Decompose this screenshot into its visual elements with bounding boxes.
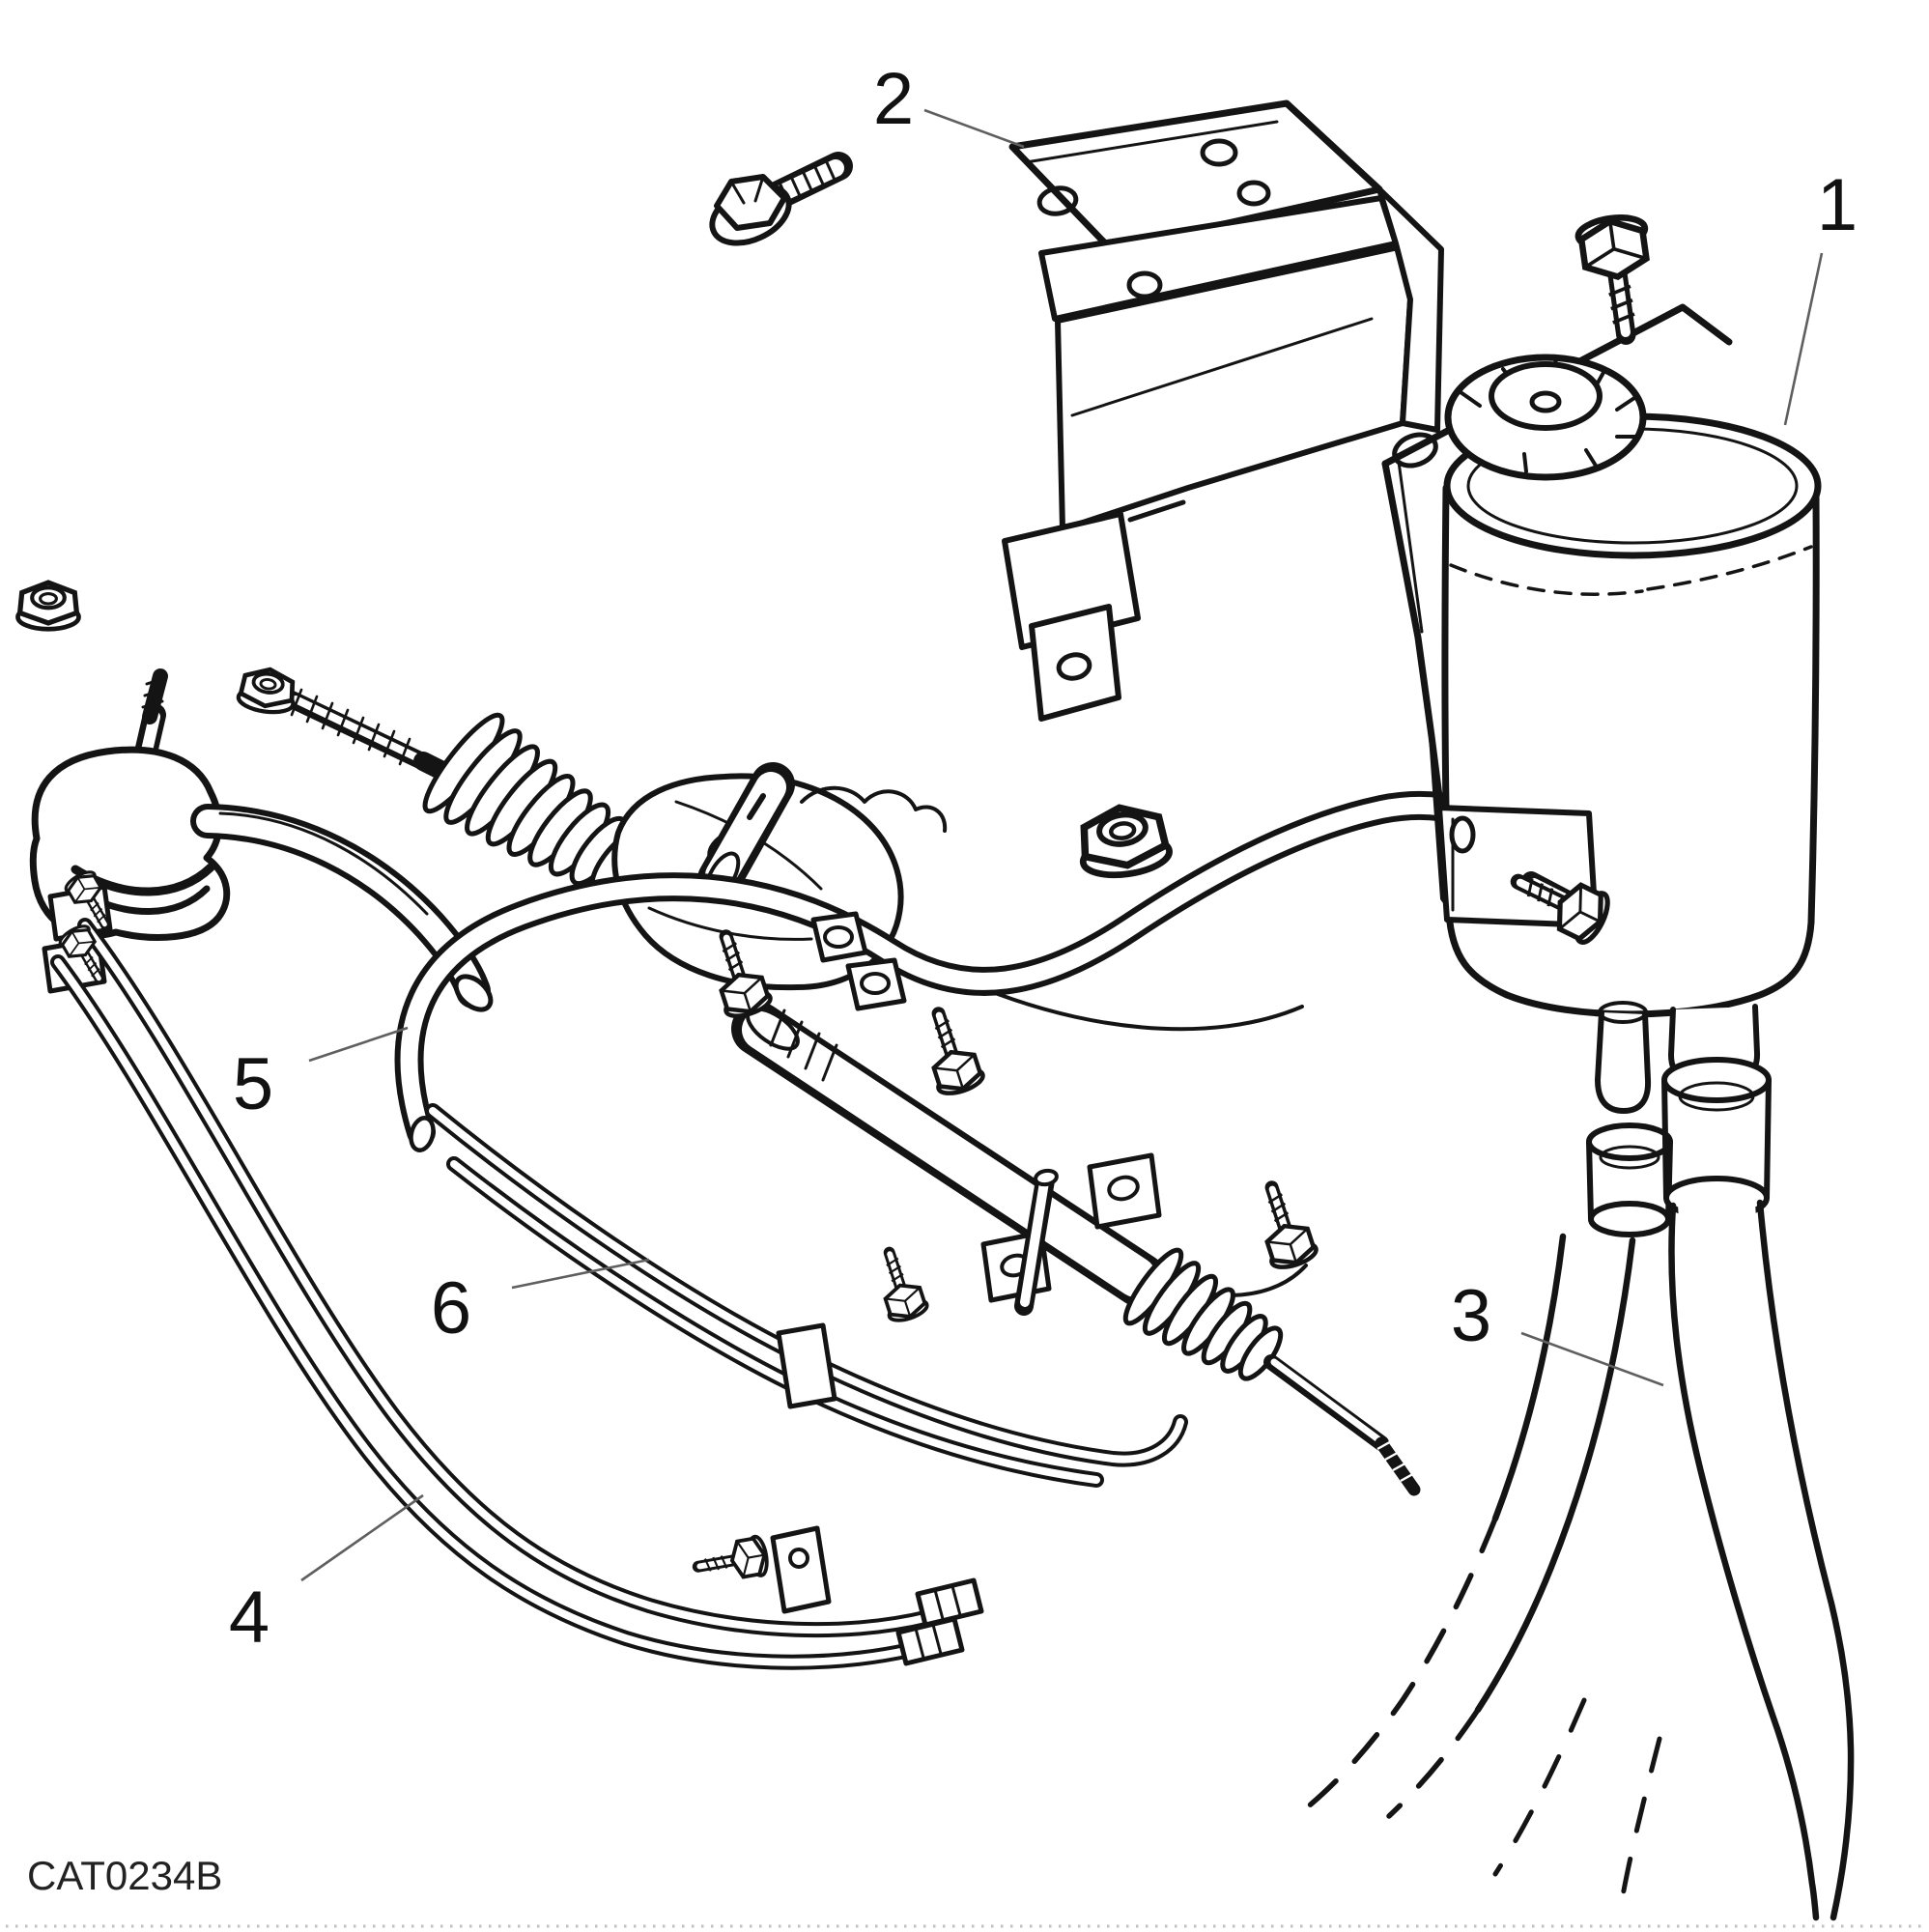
- callouts: 1 2 3 4 5 6: [229, 58, 1858, 1659]
- callout-5: 5: [233, 1026, 409, 1125]
- bracket-bolt-drawing: [709, 152, 853, 246]
- rack-bolt-3-drawing: [1250, 1180, 1319, 1272]
- part2-bracket-drawing: [709, 99, 1444, 880]
- tie-rod-nut-drawing: [18, 582, 79, 629]
- callout-4-number: 4: [229, 1577, 269, 1659]
- callout-5-number: 5: [233, 1043, 273, 1125]
- hose-union-fittings-drawing: [810, 911, 907, 1011]
- bracket-nut-drawing: [1076, 802, 1172, 880]
- callout-5-leader: [308, 1026, 409, 1063]
- reservoir-cap-drawing: [1444, 354, 1647, 481]
- callout-1-number: 1: [1817, 164, 1858, 246]
- inner-tie-rod-nut-drawing: [237, 666, 298, 715]
- part4-cooler-pipes-drawing: [42, 884, 984, 1670]
- callout-4-leader: [300, 1493, 424, 1582]
- part1-reservoir-drawing: [1381, 213, 1822, 1114]
- callout-6-leader: [511, 1258, 650, 1290]
- callout-1: 1: [1783, 164, 1858, 426]
- callout-2-number: 2: [873, 58, 914, 140]
- pipe-clamp-bolt-drawing: [695, 1535, 769, 1586]
- pipe-clip-bolt-drawing: [870, 1246, 929, 1324]
- callout-1-leader: [1783, 252, 1824, 426]
- callout-6-number: 6: [431, 1267, 471, 1350]
- left-bellows-drawing: [422, 712, 645, 895]
- right-bellows-drawing: [1122, 1247, 1421, 1496]
- part6-pipes-drawing: [425, 1103, 1188, 1488]
- callout-2-leader: [923, 108, 1025, 149]
- callout-4: 4: [229, 1493, 424, 1659]
- small-fasteners-drawing: [18, 582, 1319, 1586]
- reservoir-tab-drawing: [1436, 805, 1614, 947]
- callout-3: 3: [1451, 1275, 1664, 1387]
- callout-3-leader: [1520, 1331, 1664, 1387]
- drawing-code-label: CAT0234B: [27, 1853, 222, 1898]
- callout-6: 6: [431, 1258, 650, 1350]
- callout-2: 2: [873, 58, 1025, 149]
- reservoir-bolt-drawing: [1576, 213, 1660, 339]
- reservoir-spigots-drawing: [1595, 1001, 1761, 1114]
- callout-3-number: 3: [1451, 1275, 1491, 1357]
- inner-tie-rod-drawing: [283, 688, 464, 786]
- rack-bolt-2-drawing: [917, 1007, 986, 1098]
- part3-hoses-drawing: [1303, 1057, 1870, 1921]
